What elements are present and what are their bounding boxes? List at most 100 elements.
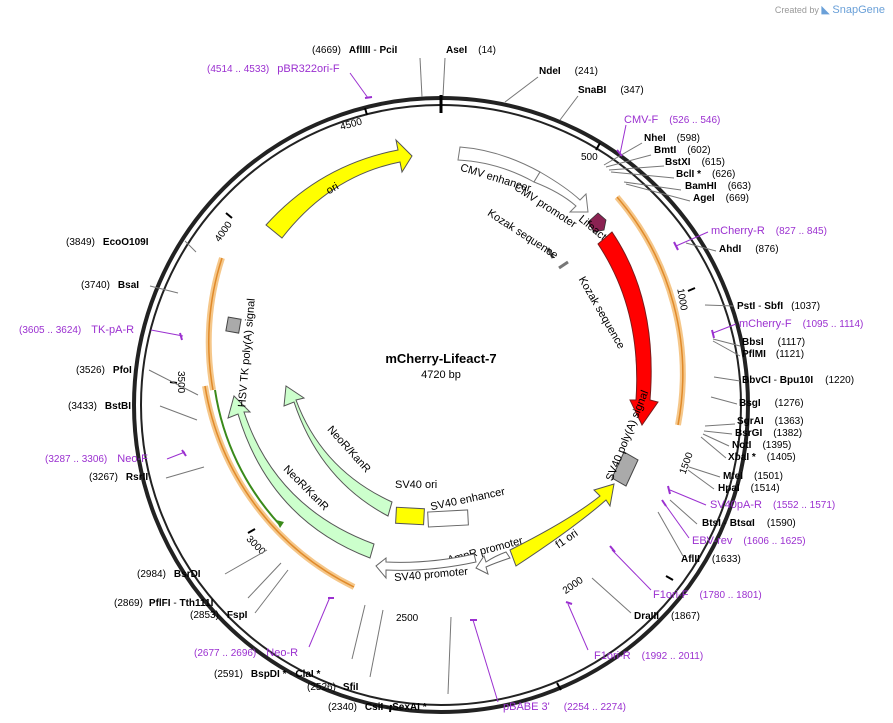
primer-neo-r[interactable]: Neo-R	[266, 647, 298, 659]
site-pcii[interactable]: PciI	[379, 45, 397, 56]
site-btsi[interactable]: BtsI	[702, 518, 721, 529]
svg-text:(2591)BspDI * - ClaI *: (2591)BspDI * - ClaI *	[214, 669, 320, 680]
primer-pbabe-3[interactable]: pBABE 3'	[503, 701, 550, 713]
site-pos: (3849)	[66, 237, 95, 248]
site-nhei[interactable]: NheI	[644, 133, 666, 144]
site-pflfi[interactable]: PflFI	[149, 598, 171, 609]
site-sbfi[interactable]: SbfI	[764, 301, 783, 312]
primer-pbr322ori-f[interactable]: pBR322ori-F	[277, 63, 340, 75]
primer-range: (4514 .. 4533)	[207, 64, 269, 75]
site-sexai[interactable]: SexAI *	[392, 702, 427, 713]
svg-text:(3267)RsrII: (3267) RsrII	[89, 472, 148, 483]
site-pos: (1037)	[791, 301, 820, 312]
site-pos: (1501)	[754, 471, 783, 482]
neo-kan-inner-feature	[283, 385, 393, 517]
site-pos: (3267)	[89, 472, 118, 483]
site-agei[interactable]: AgeI	[693, 193, 715, 204]
site-hpai[interactable]: HpaI	[718, 483, 740, 494]
svg-text:BsrGI(1382): BsrGI(1382)	[735, 428, 802, 439]
site-pos: (347)	[620, 85, 643, 96]
svg-text:(2526)SfiI: (2526)SfiI	[307, 682, 359, 693]
site-csii[interactable]: CsiI	[365, 702, 384, 713]
plasmid-length: 4720 bp	[421, 369, 461, 381]
svg-text:BstXI(615): BstXI(615)	[665, 157, 725, 168]
svg-text:SV40pA-R(1552 .. 1571): SV40pA-R(1552 .. 1571)	[710, 499, 835, 511]
site-connectors	[148, 57, 741, 695]
svg-text:(3849)EcoO109I: (3849) EcoO109I	[66, 237, 149, 248]
primer-mcherry-f[interactable]: mCherry-F	[739, 318, 792, 330]
svg-text:PstI - SbfI(1037): PstI - SbfI(1037)	[737, 301, 820, 312]
svg-text:(3526)PfoI: (3526)PfoI	[76, 365, 132, 376]
site-pos: (1117)	[778, 337, 805, 348]
primer-cmv-f[interactable]: CMV-F	[624, 114, 659, 126]
primer-f1ori-r[interactable]: F1ori-R	[594, 650, 631, 662]
site-pos: (1633)	[712, 554, 741, 565]
svg-text:SgrAI(1363): SgrAI(1363)	[737, 416, 804, 427]
snapgene-logo-icon: ◣	[821, 4, 830, 16]
site-ecoo109i[interactable]: EcoO109I	[103, 237, 149, 248]
site-sfii[interactable]: SfiI	[343, 682, 359, 693]
primer-neo-f[interactable]: Neo-F	[117, 453, 148, 465]
site-bbsi[interactable]: BbsI	[742, 337, 764, 348]
site-snabi[interactable]: SnaBI	[578, 85, 607, 96]
site-btsai[interactable]: BtsαI	[730, 518, 755, 529]
site-asei[interactable]: AseI	[446, 45, 467, 56]
site-bcli[interactable]: BclI *	[676, 169, 701, 180]
site-bsgi[interactable]: BsgI	[739, 398, 761, 409]
primer-connectors	[166, 72, 737, 703]
site-noti[interactable]: NotI	[732, 440, 752, 451]
site-rsrii[interactable]: RsrII	[126, 472, 148, 483]
site-aflii[interactable]: AflII	[681, 554, 700, 565]
site-clai[interactable]: ClaI *	[295, 669, 320, 680]
site-bspdi[interactable]: BspDI *	[251, 669, 287, 680]
site-sgrai[interactable]: SgrAI	[737, 416, 764, 427]
site-bmti[interactable]: BmtI	[654, 145, 676, 156]
site-ndei[interactable]: NdeI	[539, 66, 561, 77]
site-tth111i[interactable]: Tth111I	[179, 598, 213, 609]
site-afliii[interactable]: AflIII	[349, 45, 371, 56]
site-mfei[interactable]: MfeI	[723, 471, 743, 482]
primer-ebv-rev[interactable]: EBV-rev	[692, 535, 733, 547]
site-bstbi[interactable]: BstBI	[105, 401, 131, 412]
site-draiii[interactable]: DraIII	[634, 611, 659, 622]
site-pfoi[interactable]: PfoI	[113, 365, 132, 376]
site-ahdi[interactable]: AhdI	[719, 244, 741, 255]
site-fspi[interactable]: FspI	[227, 610, 248, 621]
site-xbai[interactable]: XbaI *	[728, 452, 756, 463]
site-bsrdi[interactable]: BsrDI	[174, 569, 201, 580]
svg-text:(2984)BsrDI: (2984)BsrDI	[137, 569, 201, 580]
site-bpu10i[interactable]: Bpu10I	[780, 375, 814, 386]
site-pos: (3433)	[68, 401, 97, 412]
credit-prefix: Created by	[774, 5, 819, 15]
site-bbvci[interactable]: BbvCI	[742, 375, 771, 386]
svg-text:(2677 .. 2696)Neo-R: (2677 .. 2696)Neo-R	[194, 647, 298, 659]
sv40-enhancer-feature	[427, 509, 469, 528]
site-sep: -	[771, 375, 780, 386]
primer-mcherry-r[interactable]: mCherry-R	[711, 225, 765, 237]
ori-feature	[265, 138, 413, 239]
primer-range: (827 .. 845)	[776, 226, 827, 237]
svg-text:(2853)FspI: (2853)FspI	[190, 610, 248, 621]
svg-text:SnaBI(347): SnaBI (347)	[578, 85, 644, 96]
site-pflmi[interactable]: PflMI	[742, 349, 766, 360]
primer-range: (526 .. 546)	[669, 115, 720, 126]
site-bsrgi[interactable]: BsrGI	[735, 428, 762, 439]
svg-text:(3433)BstBI: (3433) BstBI	[68, 401, 131, 412]
svg-text:AgeI(669): AgeI(669)	[693, 193, 749, 204]
kozak-marker	[558, 260, 569, 270]
svg-text:AhdI(876): AhdI(876)	[719, 244, 779, 255]
svg-text:(2340)CsiI - SexAI *: (2340)CsiI - SexAI *	[328, 702, 427, 713]
site-bsai[interactable]: BsaI	[118, 280, 139, 291]
hsv-tk-label: HSV TK poly(A) signal	[236, 298, 257, 408]
primer-sv40pa-r[interactable]: SV40pA-R	[710, 499, 762, 511]
site-bamhi[interactable]: BamHI	[685, 181, 717, 192]
svg-text:BbvCI - Bpu10I(1220): BbvCI - Bpu10I(1220)	[742, 375, 854, 386]
ori-label: ori	[324, 181, 341, 198]
cmv-promoter-label: CMV promoter	[512, 182, 579, 231]
site-psti[interactable]: PstI	[737, 301, 756, 312]
site-bstxi[interactable]: BstXI	[665, 157, 691, 168]
kozak-marker	[546, 247, 555, 259]
primer-tk-pa-r[interactable]: TK-pA-R	[91, 324, 134, 336]
primer-f1ori-f[interactable]: F1ori-F	[653, 589, 689, 601]
